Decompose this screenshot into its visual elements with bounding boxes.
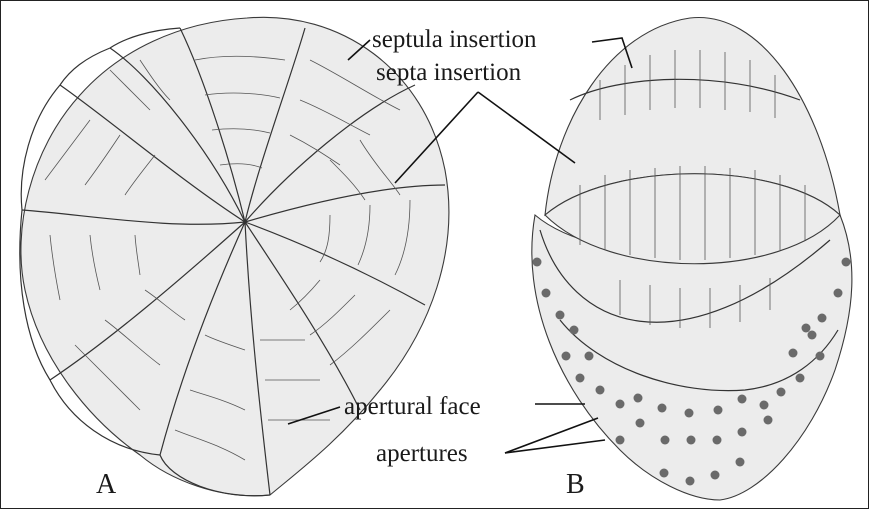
- aperture: [760, 401, 769, 410]
- label-view-b: B: [566, 469, 585, 500]
- aperture: [556, 311, 565, 320]
- aperture: [542, 289, 551, 298]
- aperture: [585, 352, 594, 361]
- label-apertural-face: apertural face: [344, 393, 481, 420]
- aperture: [808, 331, 817, 340]
- aperture: [818, 314, 827, 323]
- aperture: [713, 436, 722, 445]
- aperture: [658, 404, 667, 413]
- aperture: [686, 477, 695, 486]
- aperture: [711, 471, 720, 480]
- aperture: [660, 469, 669, 478]
- aperture: [634, 394, 643, 403]
- aperture: [616, 436, 625, 445]
- label-septula-insertion: septula insertion: [372, 26, 537, 53]
- label-view-a: A: [96, 469, 117, 500]
- aperture: [714, 406, 723, 415]
- aperture: [687, 436, 696, 445]
- aperture: [576, 374, 585, 383]
- aperture: [816, 352, 825, 361]
- aperture: [533, 258, 542, 267]
- aperture: [661, 436, 670, 445]
- test-view-b: [532, 18, 852, 500]
- aperture: [764, 416, 773, 425]
- test-view-a: [20, 17, 449, 495]
- label-septa-insertion: septa insertion: [376, 59, 522, 86]
- septa-leader-b: [478, 92, 575, 163]
- aperture: [616, 400, 625, 409]
- aperture: [562, 352, 571, 361]
- aperture: [789, 349, 798, 358]
- aperture: [796, 374, 805, 383]
- aperture: [802, 324, 811, 333]
- aperture: [685, 409, 694, 418]
- aperture: [842, 258, 851, 267]
- aperture: [736, 458, 745, 467]
- aperture: [636, 419, 645, 428]
- aperture: [596, 386, 605, 395]
- aperture: [777, 388, 786, 397]
- aperture: [570, 326, 579, 335]
- aperture: [834, 289, 843, 298]
- aperture: [738, 428, 747, 437]
- aperture: [738, 395, 747, 404]
- apertures-leader-b: [505, 440, 605, 453]
- label-apertures: apertures: [376, 440, 468, 467]
